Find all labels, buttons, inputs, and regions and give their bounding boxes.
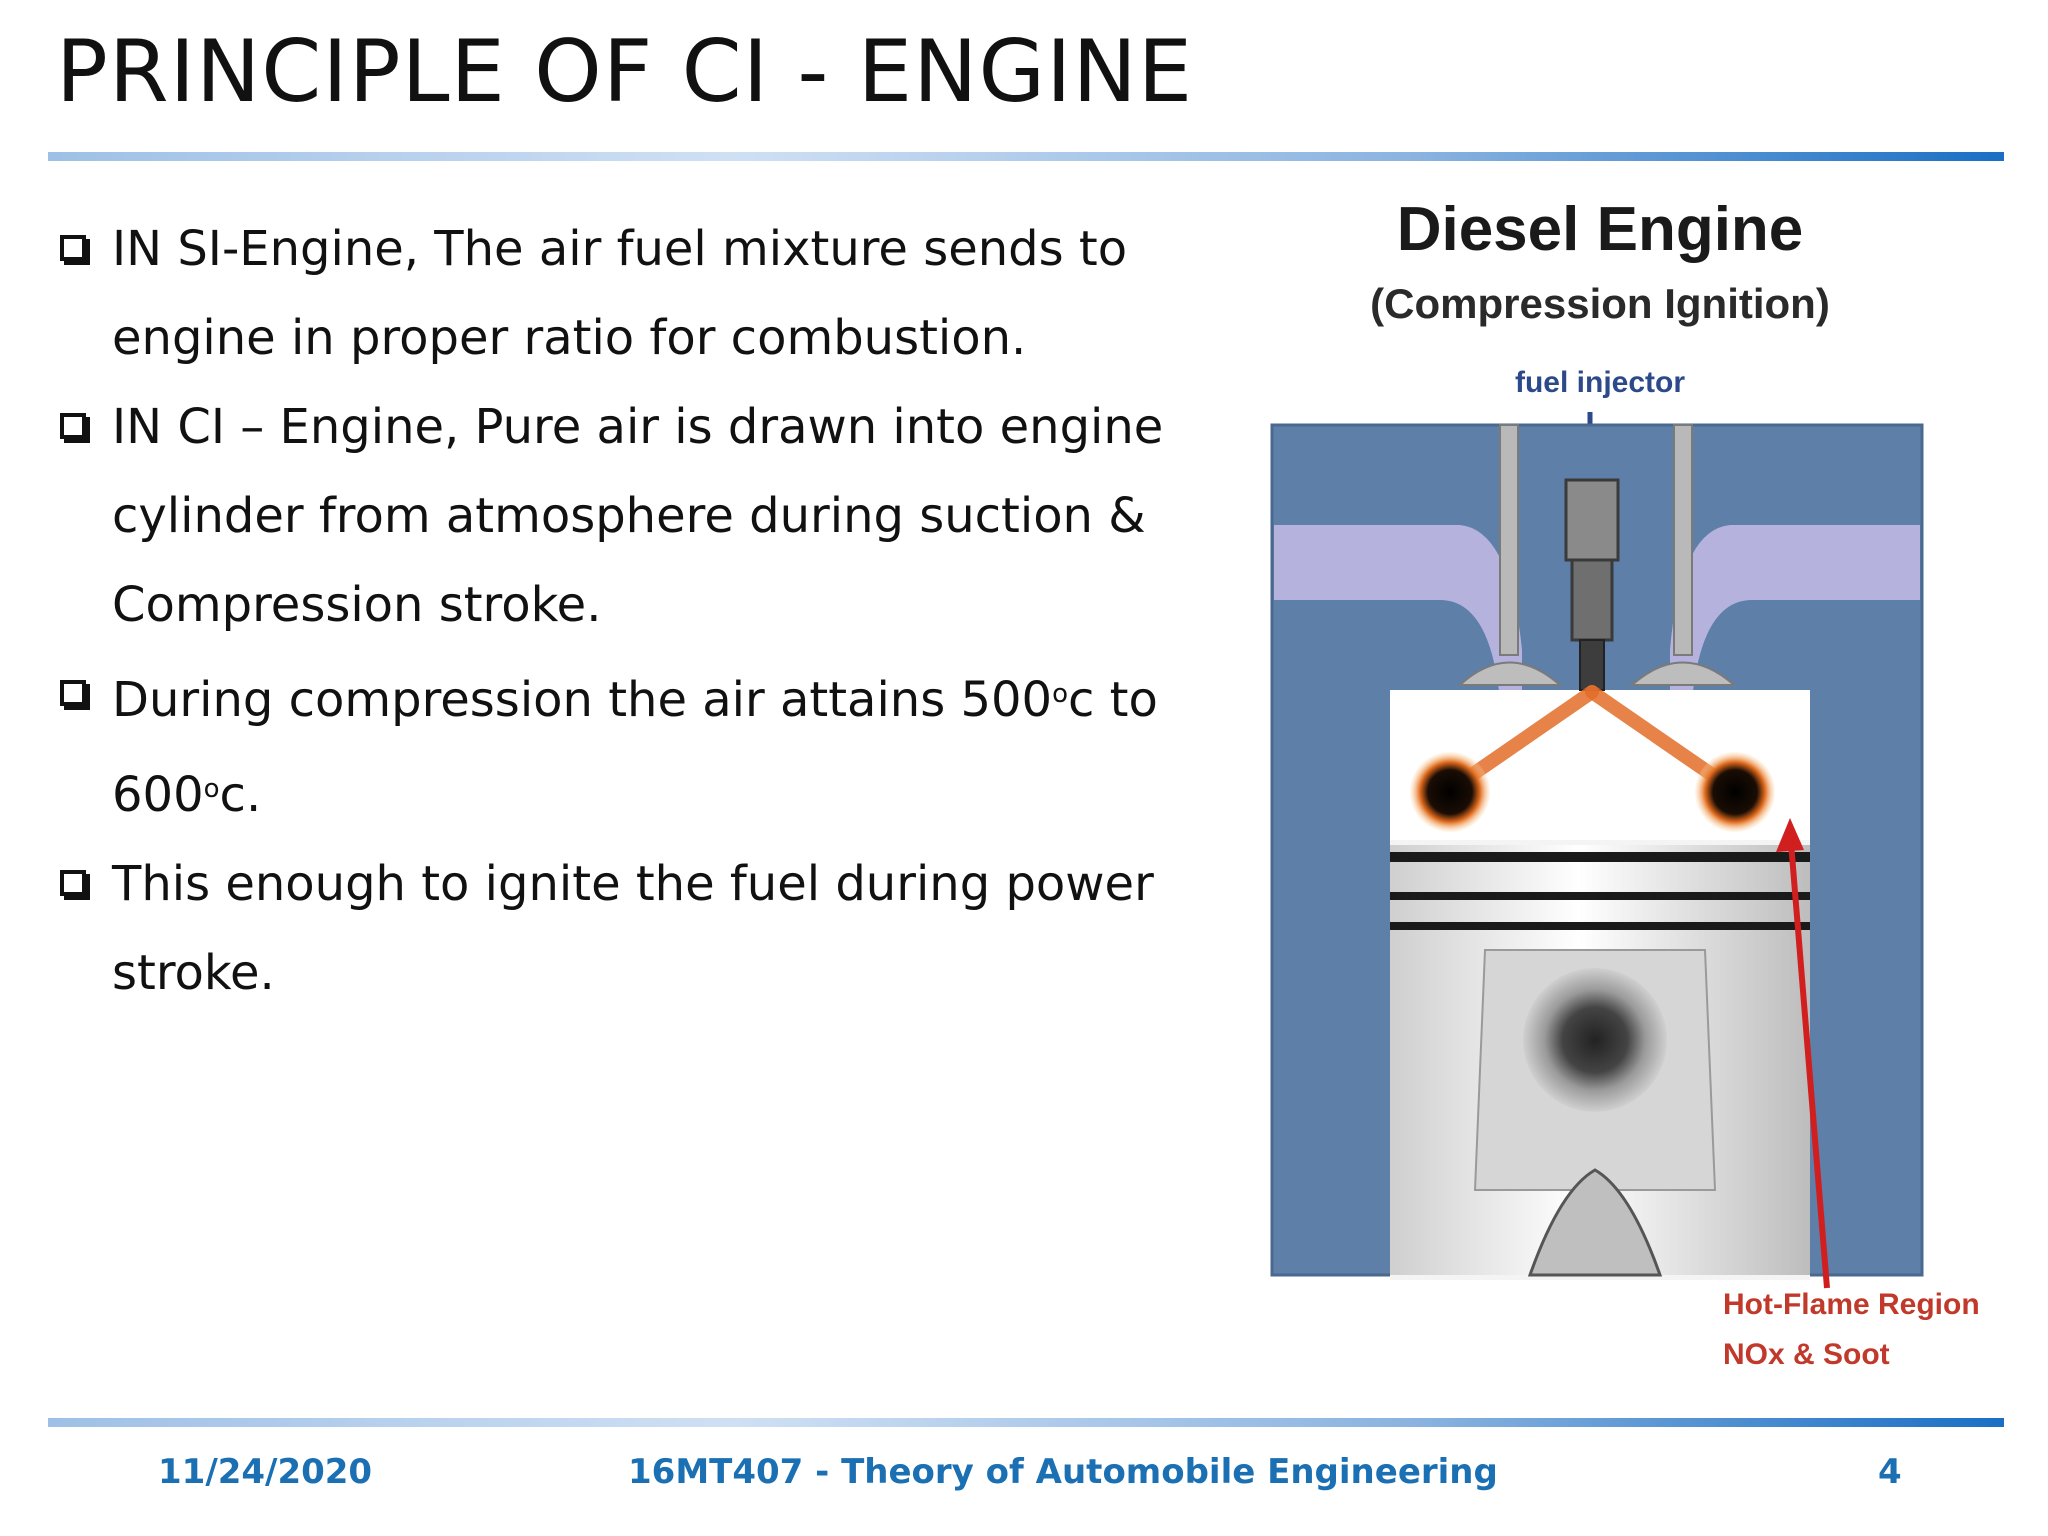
checkbox-bullet-icon: [60, 413, 90, 443]
checkbox-bullet-icon: [60, 680, 90, 710]
bullet-text: c.: [219, 767, 262, 823]
degree-superscript: o: [203, 774, 220, 804]
injector-nozzle: [1579, 639, 1605, 691]
bullet-text: This enough to ignite the fuel during po…: [112, 856, 1154, 1001]
footer-divider: [48, 1418, 2004, 1427]
bullet-item: IN CI – Engine, Pure air is drawn into e…: [56, 383, 1186, 650]
checkbox-bullet-icon: [60, 870, 90, 900]
piston-ring-3: [1390, 922, 1810, 930]
nox-soot-label: NOx & Soot: [1723, 1338, 1890, 1371]
bullet-text: During compression the air attains 500: [112, 672, 1053, 728]
piston-ring-2: [1390, 892, 1810, 900]
figure-title: Diesel Engine: [1397, 195, 1804, 264]
footer-date: 11/24/2020: [158, 1452, 373, 1492]
injector-barrel: [1570, 558, 1614, 642]
bullet-item: This enough to ignite the fuel during po…: [56, 840, 1186, 1018]
intake-valve-head: [1457, 661, 1563, 686]
connecting-rod: [1527, 1168, 1663, 1277]
piston-ring-1: [1390, 852, 1810, 862]
degree-superscript: o: [1052, 679, 1068, 709]
exhaust-valve-stem: [1673, 424, 1693, 656]
footer-course-title: 16MT407 - Theory of Automobile Engineeri…: [628, 1452, 1498, 1492]
flame-left: [1410, 752, 1490, 832]
bullet-list: IN SI-Engine, The air fuel mixture sends…: [56, 205, 1186, 1018]
hot-flame-label: Hot-Flame Region:: [1723, 1288, 1980, 1321]
bullet-item: During compression the air attains 500oc…: [56, 650, 1186, 840]
figure-subtitle: (Compression Ignition): [1370, 280, 1830, 327]
footer-page-number: 4: [1878, 1452, 1902, 1492]
piston-pin: [1523, 968, 1667, 1112]
intake-port: [1274, 525, 1522, 700]
slide-title: PRINCIPLE OF CI - ENGINE: [56, 22, 1194, 122]
flame-right: [1695, 752, 1775, 832]
bullet-item: IN SI-Engine, The air fuel mixture sends…: [56, 205, 1186, 383]
diesel-engine-diagram: Diesel Engine (Compression Ignition) fue…: [1270, 195, 1980, 1371]
title-divider: [48, 152, 2004, 161]
hot-flame-arrow: [1787, 829, 1830, 1289]
bullet-text: c to 600: [112, 672, 1158, 823]
exhaust-valve-head: [1629, 661, 1737, 686]
checkbox-bullet-icon: [60, 235, 90, 265]
bullet-text: IN CI – Engine, Pure air is drawn into e…: [112, 399, 1164, 633]
hot-flame-arrowhead-icon: [1776, 818, 1804, 852]
bullet-text: IN SI-Engine, The air fuel mixture sends…: [112, 221, 1128, 366]
injector-label: fuel injector: [1515, 366, 1685, 399]
exhaust-port: [1670, 525, 1920, 700]
injector-body: [1564, 478, 1620, 562]
intake-valve-stem: [1499, 424, 1519, 656]
